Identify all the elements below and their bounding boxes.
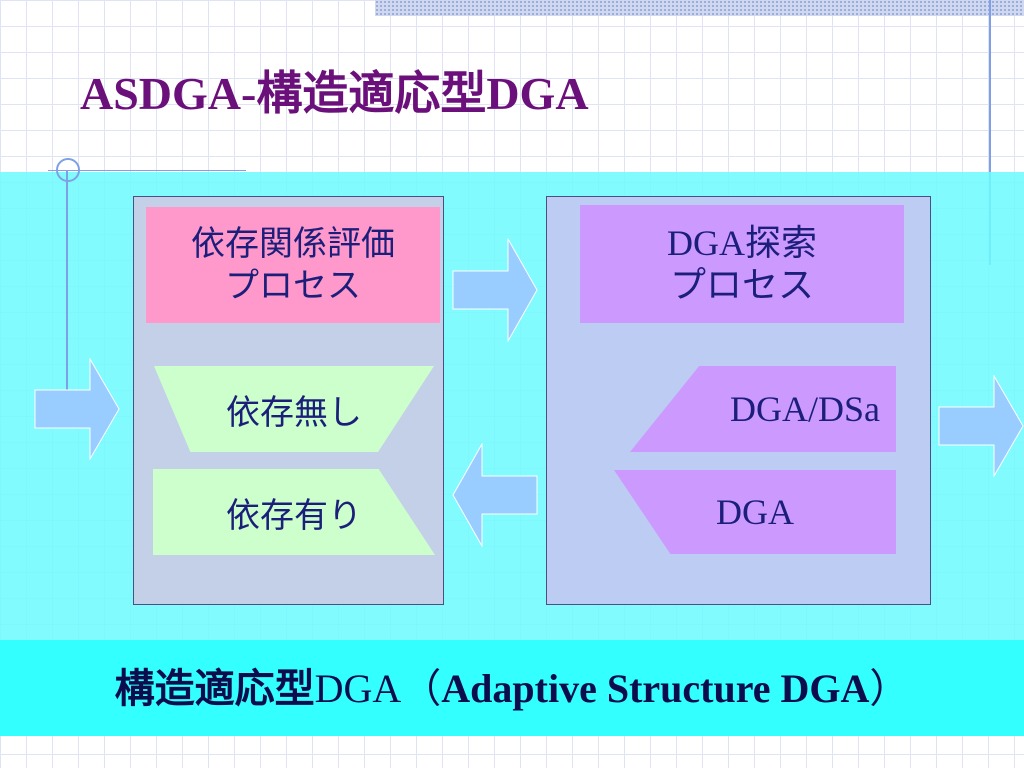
decorative-vertical-line-left	[66, 170, 68, 400]
slide-title: ASDGA-構造適応型DGA	[80, 68, 589, 119]
caption-part-dga: DGA（	[314, 666, 442, 711]
decorative-circle	[56, 158, 80, 182]
input-arrow-right	[34, 358, 120, 460]
output-arrow-right	[938, 375, 1024, 477]
caption-part-en: Adaptive Structure DGA	[441, 666, 870, 711]
dependency-evaluation-process-label: 依存関係評価 プロセス	[146, 207, 440, 323]
feedback-arrow-left	[452, 443, 538, 547]
decorative-horizontal-line	[48, 170, 246, 171]
caption-part-jp: 構造適応型	[114, 666, 315, 711]
dependency-present-output: 依存有り	[153, 469, 435, 555]
caption-band	[0, 640, 1024, 736]
decorative-vertical-line	[989, 0, 991, 265]
dga-search-process-label: DGA探索 プロセス	[580, 205, 904, 323]
slide-caption: 構造適応型DGA（Adaptive Structure DGA）	[0, 652, 1024, 726]
forward-arrow-right	[452, 238, 538, 342]
caption-part-close: ）	[869, 666, 910, 711]
decorative-top-band	[375, 0, 1024, 16]
